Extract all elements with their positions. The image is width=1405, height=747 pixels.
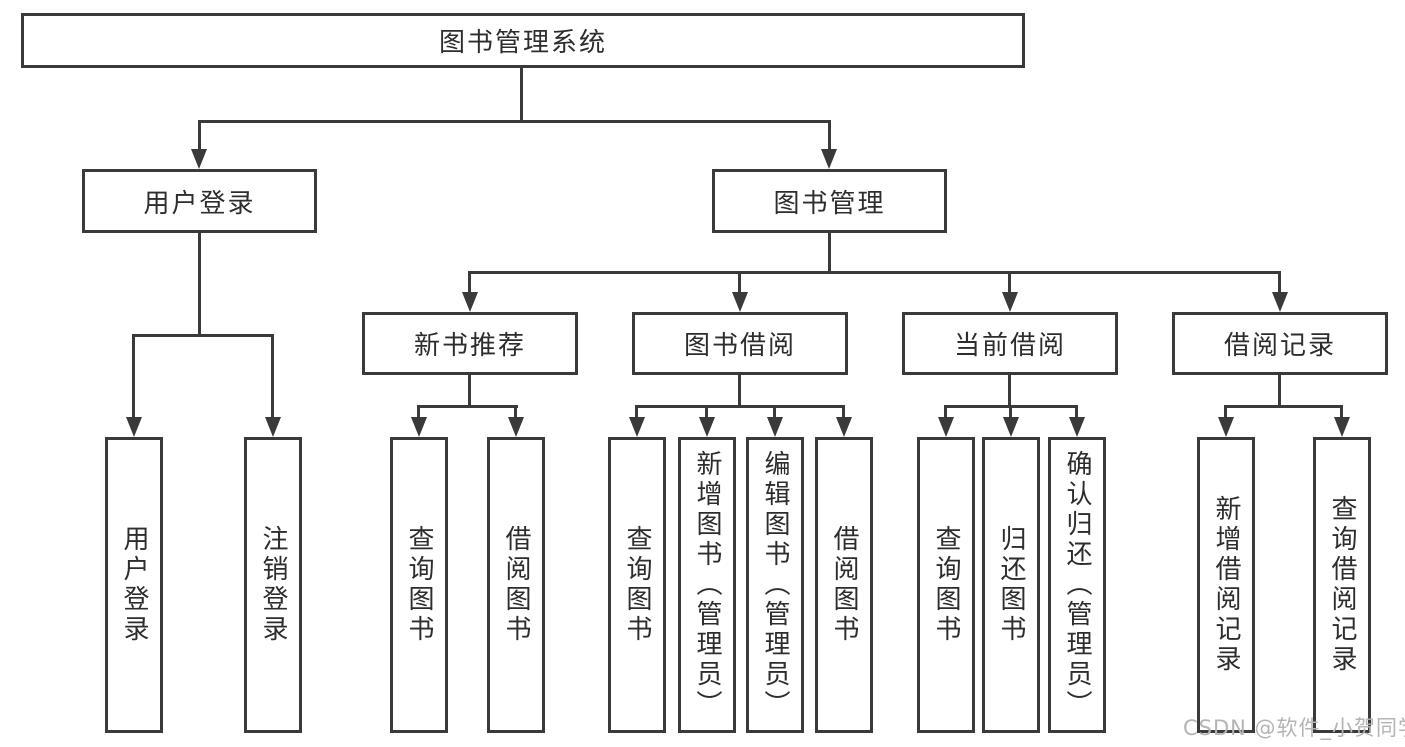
- arrowhead-icon: [265, 417, 281, 437]
- node-current-borrow: 当前借阅: [902, 312, 1118, 375]
- node-leaf-user-login: 用户登录: [105, 437, 163, 733]
- arrowhead-icon: [191, 149, 207, 169]
- arrowhead-icon: [699, 417, 715, 437]
- connector: [842, 405, 845, 419]
- connector: [1278, 375, 1281, 408]
- connector: [132, 334, 135, 420]
- arrowhead-icon: [821, 149, 837, 169]
- node-leaf-borrow-books: 借阅图书: [815, 437, 873, 733]
- node-leaf-query-books: 查询图书: [608, 437, 666, 733]
- connector: [520, 68, 523, 122]
- arrowhead-icon: [1334, 417, 1350, 437]
- connector: [514, 405, 517, 419]
- node-leaf-return-books: 归还图书: [982, 437, 1040, 733]
- arrowhead-icon: [1218, 417, 1234, 437]
- connector: [198, 233, 201, 336]
- csdn-watermark: CSDN @软件_小贺同学: [1183, 716, 1405, 740]
- node-leaf-logout: 注销登录: [244, 437, 302, 733]
- connector: [1008, 375, 1011, 408]
- node-leaf-add-books-admin: 新增图书（管理员）: [678, 437, 736, 733]
- connector: [468, 375, 471, 408]
- arrowhead-icon: [938, 417, 954, 437]
- arrowhead-icon: [1272, 292, 1288, 312]
- connector: [468, 271, 1281, 274]
- connector: [468, 271, 471, 293]
- node-borrow-records: 借阅记录: [1172, 312, 1388, 375]
- connector: [198, 120, 201, 150]
- connector: [738, 271, 741, 293]
- node-user-login: 用户登录: [82, 169, 317, 233]
- connector: [635, 405, 638, 419]
- connector: [944, 405, 947, 419]
- arrowhead-icon: [411, 417, 427, 437]
- connector: [1224, 405, 1343, 408]
- node-leaf-confirm-return-admin: 确认归还（管理员）: [1048, 437, 1106, 733]
- connector: [738, 375, 741, 408]
- connector: [1340, 405, 1343, 419]
- arrowhead-icon: [767, 417, 783, 437]
- node-leaf-edit-books-admin: 编辑图书（管理员）: [746, 437, 804, 733]
- connector: [271, 334, 274, 420]
- arrowhead-icon: [1003, 417, 1019, 437]
- arrowhead-icon: [1002, 292, 1018, 312]
- connector: [1075, 405, 1078, 419]
- arrowhead-icon: [732, 292, 748, 312]
- arrowhead-icon: [508, 417, 524, 437]
- connector: [198, 120, 831, 123]
- connector: [1224, 405, 1227, 419]
- connector: [1008, 271, 1011, 293]
- node-book-borrow: 图书借阅: [632, 312, 848, 375]
- node-leaf-query-books: 查询图书: [917, 437, 975, 733]
- node-book-management: 图书管理: [712, 169, 947, 233]
- connector: [132, 334, 274, 337]
- node-leaf-query-books: 查询图书: [390, 437, 448, 733]
- node-leaf-borrow-books: 借阅图书: [487, 437, 545, 733]
- connector: [417, 405, 518, 408]
- connector: [828, 120, 831, 150]
- connector: [773, 405, 776, 419]
- arrowhead-icon: [629, 417, 645, 437]
- connector: [1278, 271, 1281, 293]
- connector: [1009, 405, 1012, 419]
- node-leaf-query-borrow-record: 查询借阅记录: [1313, 437, 1371, 733]
- connector: [635, 405, 845, 408]
- arrowhead-icon: [126, 417, 142, 437]
- node-new-book-recommend: 新书推荐: [362, 312, 578, 375]
- arrowhead-icon: [1069, 417, 1085, 437]
- connector: [417, 405, 420, 419]
- connector: [705, 405, 708, 419]
- connector: [828, 232, 831, 274]
- node-leaf-add-borrow-record: 新增借阅记录: [1197, 437, 1255, 733]
- arrowhead-icon: [836, 417, 852, 437]
- node-library-management-system: 图书管理系统: [21, 13, 1025, 68]
- arrowhead-icon: [462, 292, 478, 312]
